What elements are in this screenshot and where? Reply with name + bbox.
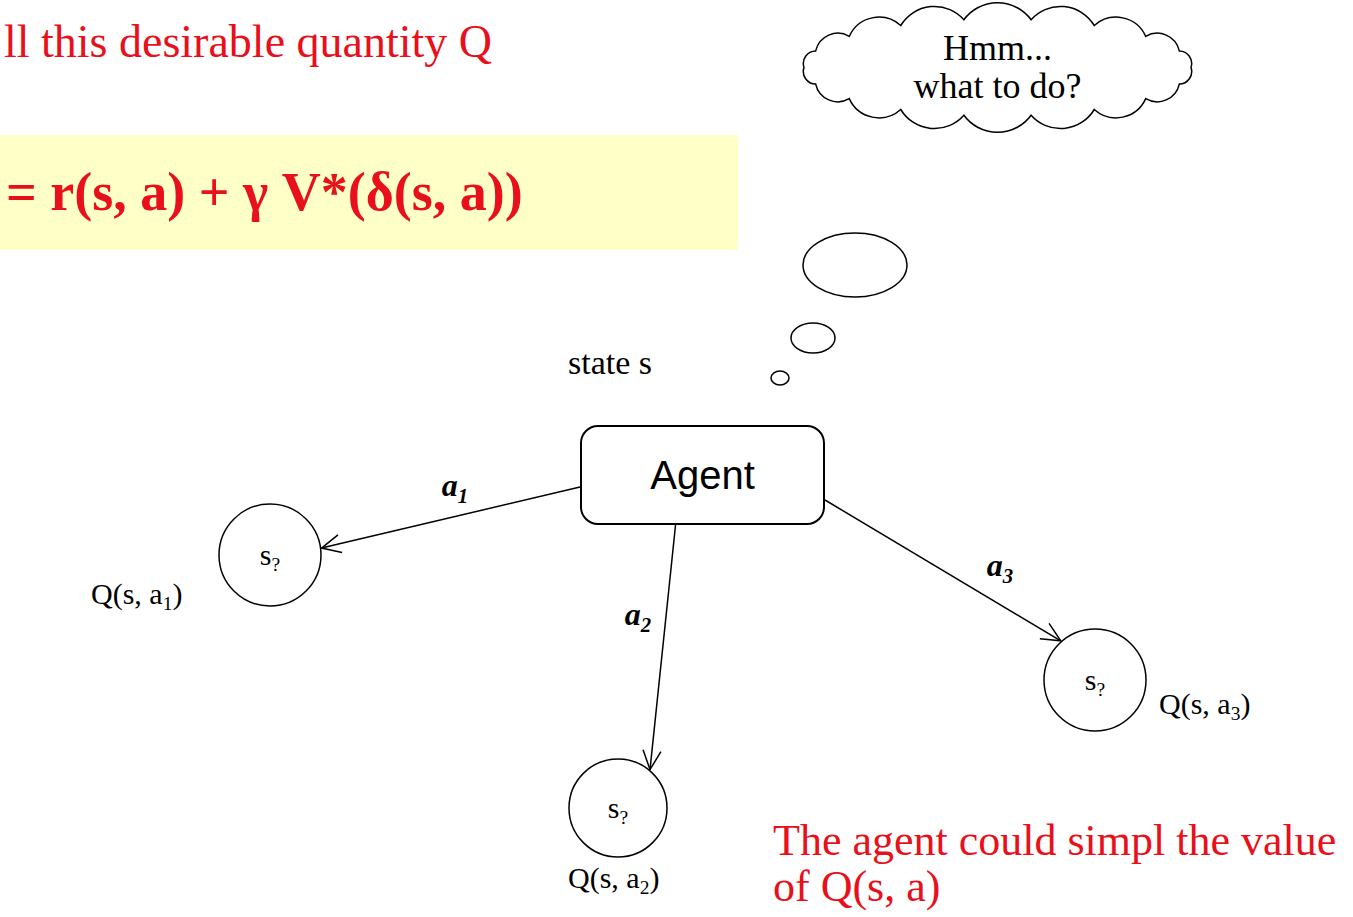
formula-band: = r(s, a) + γ V*(δ(s, a)) bbox=[0, 135, 738, 250]
text-run: a bbox=[625, 596, 641, 632]
node-label: s? bbox=[260, 539, 280, 571]
subscript: ? bbox=[620, 807, 629, 828]
action-label: a1 bbox=[440, 468, 470, 503]
circle-shape bbox=[1044, 629, 1146, 731]
text-run: Q(s, a bbox=[1159, 687, 1231, 720]
slide-note: The agent could simpl the value of Q(s, … bbox=[773, 818, 1345, 910]
agent-box: Agentstate s bbox=[580, 425, 825, 525]
subscript: 3 bbox=[1231, 703, 1241, 724]
subscript: 1 bbox=[163, 593, 173, 614]
text-run: a bbox=[987, 547, 1003, 583]
action-label: a2 bbox=[623, 597, 653, 632]
node-body: Hmm... what to do? bbox=[790, 5, 1205, 130]
state-circle: s?Q(s, a1) bbox=[218, 503, 322, 607]
node-label: Agent bbox=[650, 454, 755, 496]
circle-shape bbox=[569, 759, 667, 857]
subscript: 3 bbox=[1003, 564, 1013, 587]
text-run: a bbox=[442, 467, 458, 503]
text-run: s bbox=[260, 538, 272, 571]
text-run: ) bbox=[649, 861, 659, 894]
thought-bubble bbox=[803, 233, 907, 297]
cloud-shape bbox=[803, 3, 1191, 133]
thought-cloud: Hmm... what to do? bbox=[790, 5, 1205, 130]
arrow-connector bbox=[650, 525, 676, 770]
node-label: Hmm... what to do? bbox=[908, 30, 1088, 106]
circle-shape bbox=[219, 504, 321, 606]
subscript: ? bbox=[272, 554, 281, 575]
node-caption: Q(s, a2) bbox=[568, 862, 659, 894]
thought-bubble bbox=[791, 323, 835, 353]
node-body: s? bbox=[568, 758, 668, 858]
node-label: s? bbox=[1085, 664, 1105, 696]
text-run: Q(s, a bbox=[568, 861, 640, 894]
node-body: Agent bbox=[582, 427, 823, 523]
action-label: a3 bbox=[985, 548, 1015, 583]
text-run: ) bbox=[1240, 687, 1250, 720]
text-run: s bbox=[1085, 663, 1097, 696]
subscript: 2 bbox=[640, 877, 650, 898]
text-run: Q(s, a bbox=[91, 577, 163, 610]
node-label: = r(s, a) + γ V*(δ(s, a)) bbox=[6, 164, 523, 221]
node-caption: state s bbox=[568, 345, 652, 381]
text-run: s bbox=[608, 791, 620, 824]
state-circle: s?Q(s, a2) bbox=[568, 758, 668, 858]
arrow-connector bbox=[825, 500, 1061, 641]
subscript: 1 bbox=[458, 484, 468, 507]
node-label: s? bbox=[608, 792, 628, 824]
slide-heading: ll this desirable quantity Q bbox=[4, 18, 764, 66]
node-body: = r(s, a) + γ V*(δ(s, a)) bbox=[0, 135, 738, 250]
subscript: ? bbox=[1097, 679, 1106, 700]
node-body: s? bbox=[218, 503, 322, 607]
node-caption: Q(s, a3) bbox=[1159, 688, 1250, 720]
node-caption: Q(s, a1) bbox=[91, 578, 182, 610]
thought-bubble bbox=[771, 371, 789, 385]
state-circle: s?Q(s, a3) bbox=[1043, 628, 1147, 732]
node-body: s? bbox=[1043, 628, 1147, 732]
subscript: 2 bbox=[641, 613, 651, 636]
text-run: ) bbox=[172, 577, 182, 610]
